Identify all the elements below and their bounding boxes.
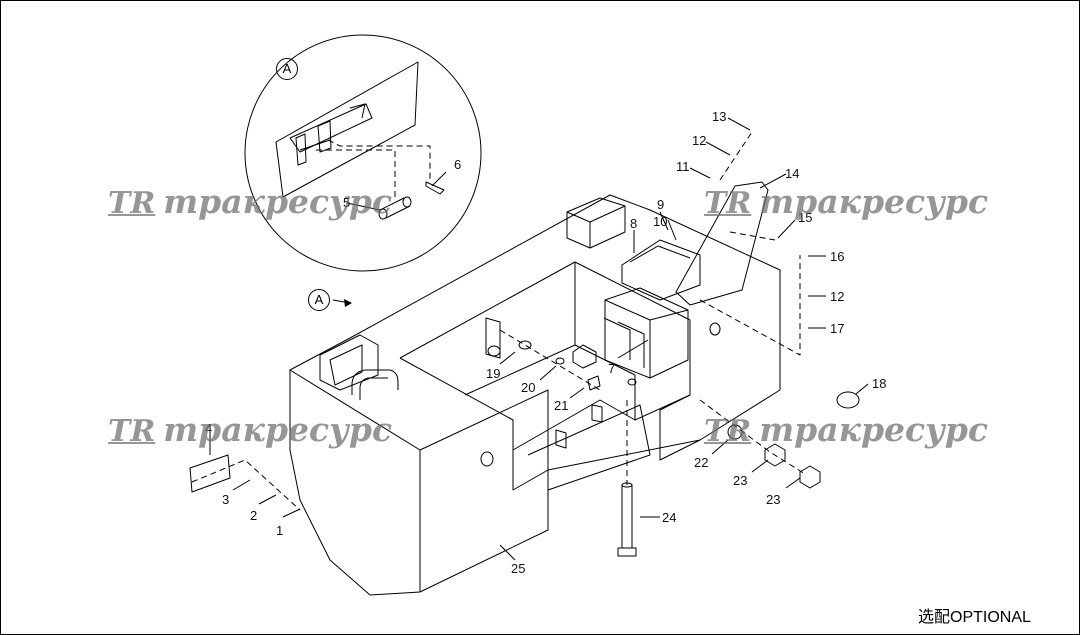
part-label-14: 14	[785, 166, 800, 181]
watermark-text: тракресурс	[163, 410, 393, 449]
part-label-6: 6	[454, 157, 462, 172]
counterweight-body	[289, 194, 781, 596]
optional-note: 选配OPTIONAL	[918, 609, 1031, 626]
part-label-24: 24	[662, 510, 677, 525]
watermark-text: тракресурс	[759, 410, 989, 449]
part-label-17: 17	[830, 321, 845, 336]
part-label-12-right: 12	[830, 289, 845, 304]
part-label-16: 16	[830, 249, 845, 264]
part-label-20: 20	[521, 380, 536, 395]
part-label-11: 11	[676, 159, 690, 174]
watermark-logo: TR	[108, 414, 156, 449]
part-label-8: 8	[630, 216, 638, 231]
part-label-21: 21	[554, 398, 569, 413]
part-label-15: 15	[798, 210, 813, 225]
detail-marker-a-ref: A	[308, 289, 330, 311]
part-label-4: 4	[205, 421, 213, 436]
part-label-10: 10	[653, 214, 668, 229]
part-label-1: 1	[276, 523, 284, 538]
part-label-3: 3	[222, 492, 230, 507]
watermark-text: тракресурс	[759, 182, 989, 221]
watermark-logo: TR	[704, 414, 752, 449]
part-label-7: 7	[608, 361, 616, 376]
detail-a-circle	[244, 34, 482, 272]
part-label-22: 22	[694, 455, 709, 470]
part-label-18: 18	[872, 376, 887, 391]
detail-marker-a: A	[276, 58, 298, 80]
part-label-19: 19	[486, 366, 501, 381]
part-label-23-right: 23	[766, 492, 781, 507]
part-label-5: 5	[343, 195, 351, 210]
watermark-text: тракресурс	[163, 182, 393, 221]
part-label-23-left: 23	[733, 473, 748, 488]
watermark-logo: TR	[108, 186, 156, 221]
part-label-25: 25	[511, 561, 526, 576]
part-label-13: 13	[712, 109, 727, 124]
part-label-12-top: 12	[692, 133, 707, 148]
part-label-2: 2	[250, 508, 258, 523]
part-label-9: 9	[657, 197, 665, 212]
watermark-logo: TR	[704, 186, 752, 221]
